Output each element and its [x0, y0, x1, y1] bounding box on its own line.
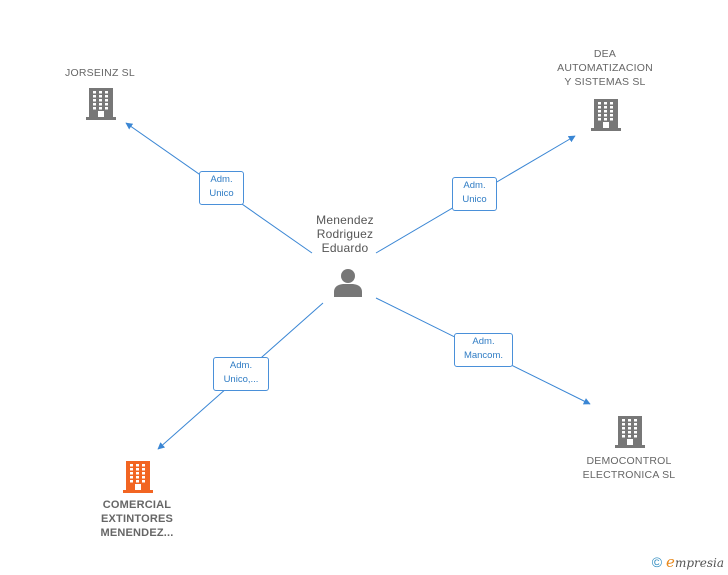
edge-label-line: Adm. [210, 174, 233, 185]
company-label-line: MENENDEZ... [100, 527, 174, 539]
edge-label-line: Adm. [463, 180, 486, 191]
company-label-line: DEA [593, 48, 617, 60]
person-name-line: Eduardo [321, 241, 369, 255]
copyright-icon: © [651, 554, 663, 570]
company-label-line: Y SISTEMAS SL [564, 76, 646, 88]
person-name[interactable]: Menendez Rodriguez Eduardo [300, 213, 390, 255]
person-name-line: Menendez [316, 213, 374, 227]
building-icon[interactable] [591, 97, 621, 131]
person-name-line: Rodriguez [316, 227, 374, 241]
company-label-line: AUTOMATIZACION [557, 62, 653, 74]
company-label-dea[interactable]: DEA AUTOMATIZACION Y SISTEMAS SL [535, 47, 675, 89]
company-label-comercial[interactable]: COMERCIAL EXTINTORES MENENDEZ... [77, 498, 197, 540]
company-label-democontrol[interactable]: DEMOCONTROL ELECTRONICA SL [563, 454, 695, 482]
edge-label-line: Unico [209, 188, 234, 199]
edge-label-jorseinz[interactable]: Adm. Unico [199, 171, 244, 205]
building-icon[interactable] [86, 86, 116, 120]
building-icon-highlight[interactable] [123, 459, 153, 493]
company-label-line: DEMOCONTROL [586, 455, 672, 467]
edge-label-dea[interactable]: Adm. Unico [452, 177, 497, 211]
company-label-line: COMERCIAL [102, 499, 172, 511]
edge-label-line: Unico [462, 194, 487, 205]
brand-name: mpresia [674, 556, 724, 570]
edge-label-comercial[interactable]: Adm. Unico,... [213, 357, 269, 391]
edge-label-line: Unico,... [223, 374, 259, 385]
edge-label-democontrol[interactable]: Adm. Mancom. [454, 333, 513, 367]
edge-label-line: Adm. [472, 336, 495, 347]
person-icon[interactable] [333, 268, 363, 297]
edge-label-line: Adm. [229, 360, 253, 371]
building-icon[interactable] [615, 414, 645, 448]
company-label-line: EXTINTORES [100, 513, 174, 525]
company-label-jorseinz[interactable]: JORSEINZ SL [40, 66, 160, 80]
brand-initial: e [666, 553, 675, 571]
company-label-line: ELECTRONICA SL [582, 469, 676, 481]
edge-label-line: Mancom. [463, 350, 504, 361]
brand-logo[interactable]: ©empresia [652, 553, 724, 571]
company-label-line: JORSEINZ SL [65, 67, 135, 79]
